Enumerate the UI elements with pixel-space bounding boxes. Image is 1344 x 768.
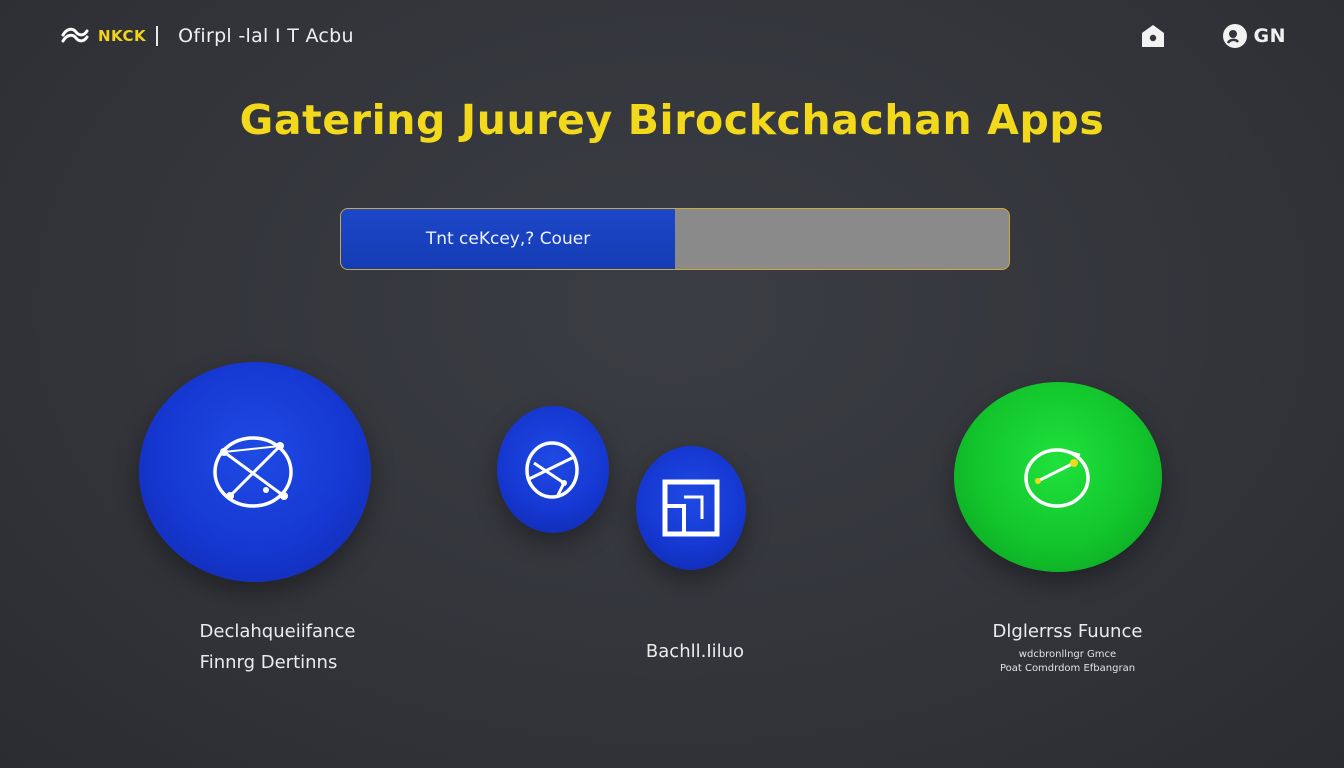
nav-tagline: Ofirpl -lal I T Acbu: [178, 25, 354, 47]
feature-3-detail-2: Poat Comdrdom Efbangran: [999, 663, 1136, 674]
gauge-icon: [1024, 448, 1090, 508]
feature-caption-3: Dlglerrss Fuunce wdcbronllngr Gmce Poat …: [930, 620, 1205, 676]
feature-1-subtitle: Finnrg Dertinns: [199, 652, 338, 673]
feature-caption-1: Declahqueiifance Finnrg Dertinns: [140, 620, 415, 675]
login-label: GN: [1253, 25, 1286, 47]
feature-caption-2: Bachll.Iiluo: [600, 640, 790, 664]
feature-3-title: Dlglerrss Fuunce: [992, 621, 1143, 642]
home-icon: [1141, 25, 1164, 47]
cta-progress-button[interactable]: Tnt ceKcey,? Couer: [340, 208, 1010, 270]
feature-sphere-chart[interactable]: [497, 406, 609, 533]
user-icon: [1222, 23, 1248, 49]
top-nav-left: NKCK Ofirpl -lal I T Acbu: [60, 20, 354, 52]
feature-sphere-network[interactable]: [139, 362, 371, 582]
feature-sphere-frame[interactable]: [636, 446, 746, 570]
logo-icon[interactable]: [60, 24, 90, 48]
feature-2-title: Bachll.Iiluo: [645, 641, 745, 662]
home-button[interactable]: [1138, 21, 1168, 51]
page-title: Gatering Juurey Birockchachan Apps: [239, 96, 1105, 144]
feature-3-detail-1: wdcbronllngr Gmce: [1018, 649, 1117, 660]
login-button[interactable]: GN: [1222, 23, 1287, 49]
feature-sphere-gauge[interactable]: [954, 382, 1162, 572]
network-node-icon: [213, 436, 293, 508]
cta-label: Tnt ceKcey,? Couer: [425, 229, 591, 249]
nav-divider: [156, 26, 159, 46]
chart-ring-icon: [525, 440, 579, 499]
cta-progress-fill: [341, 209, 675, 269]
frame-icon: [662, 479, 720, 537]
brand-name[interactable]: NKCK: [98, 27, 147, 45]
top-nav-right: GN: [1138, 20, 1287, 52]
feature-1-title: Declahqueiifance: [199, 621, 356, 642]
